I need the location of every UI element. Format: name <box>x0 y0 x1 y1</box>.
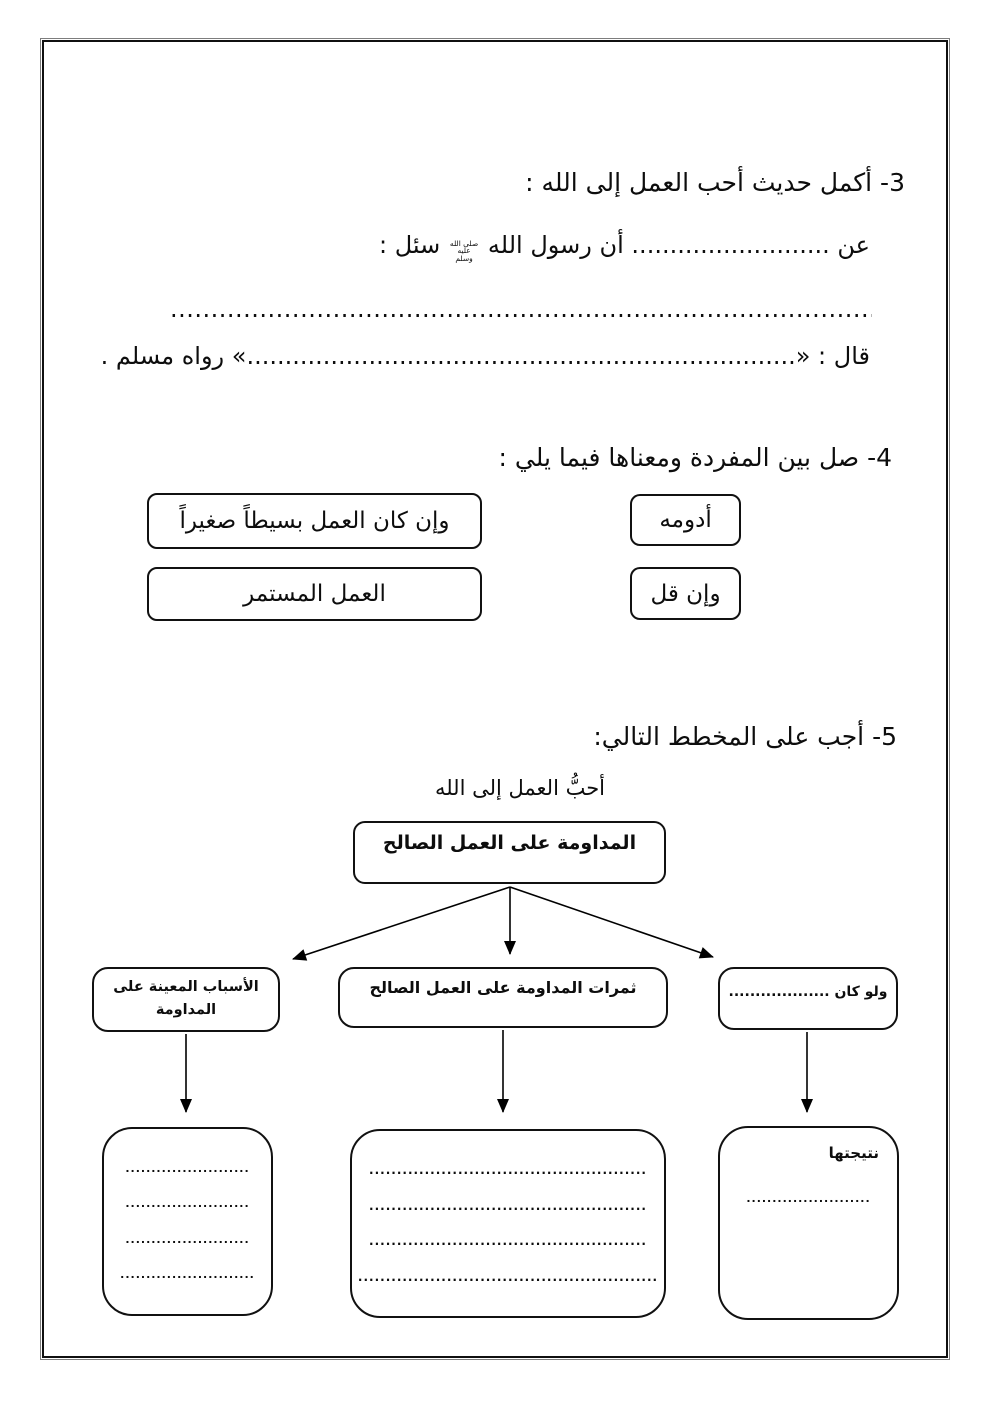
leaf-box-middle: ........................................… <box>350 1129 666 1318</box>
page-border-frame-inner <box>42 40 948 1358</box>
diagram-title: أحبُّ العمل إلى الله <box>434 776 606 800</box>
question-3-heading: 3- أكمل حديث أحب العمل إلى الله : <box>525 168 905 197</box>
page-border-frame <box>40 38 950 1360</box>
answer-dotted-line: ........................................… <box>369 1234 647 1249</box>
answer-dotted-line: ........................................… <box>369 1162 647 1177</box>
question-3-qala-line: قال : «.................................… <box>100 342 870 370</box>
match-word-box-2: وإن قل <box>630 567 741 620</box>
branch-box-middle: ثمرات المداومة على العمل الصالح <box>338 967 668 1028</box>
branch-box-right: ولو كان ................... <box>718 967 898 1030</box>
answer-dotted-line: ........................ <box>125 1232 250 1246</box>
match-meaning-box-1: وإن كان العمل بسيطاً صغيراً <box>147 493 482 549</box>
answer-dotted-line: ........................ <box>125 1197 250 1211</box>
narrator-suffix-text: سئل : <box>379 231 441 259</box>
leaf-right-title: نتيجتها <box>828 1144 879 1162</box>
answer-dotted-line: ........................ <box>125 1161 250 1175</box>
question-4-heading: 4- صل بين المفردة ومعناها فيما يلي : <box>498 443 892 472</box>
answer-dotted-line: ........................................… <box>369 1198 647 1213</box>
question-5-heading: 5- أجب على المخطط التالي: <box>593 722 897 751</box>
match-word-box-1: أدومه <box>630 494 741 546</box>
branch-box-left: الأسباب المعينة على المداومة <box>92 967 280 1032</box>
question-3-narrator-line: عن .......................... أن رسول ال… <box>379 231 870 263</box>
answer-dotted-line: ........................................… <box>357 1270 659 1285</box>
narrator-blank-text: عن .......................... أن رسول ال… <box>487 231 870 259</box>
match-meaning-box-2: العمل المستمر <box>147 567 482 621</box>
answer-dotted-line: ........................ <box>746 1192 871 1205</box>
diagram-root-box: المداومة على العمل الصالح <box>353 821 666 884</box>
leaf-box-right: نتيجتها ........................ <box>718 1126 899 1320</box>
answer-dotted-line: .......................... <box>120 1268 255 1282</box>
question-3-answer-line: ........................................… <box>170 295 872 323</box>
leaf-box-left: ........................ ...............… <box>102 1127 273 1316</box>
